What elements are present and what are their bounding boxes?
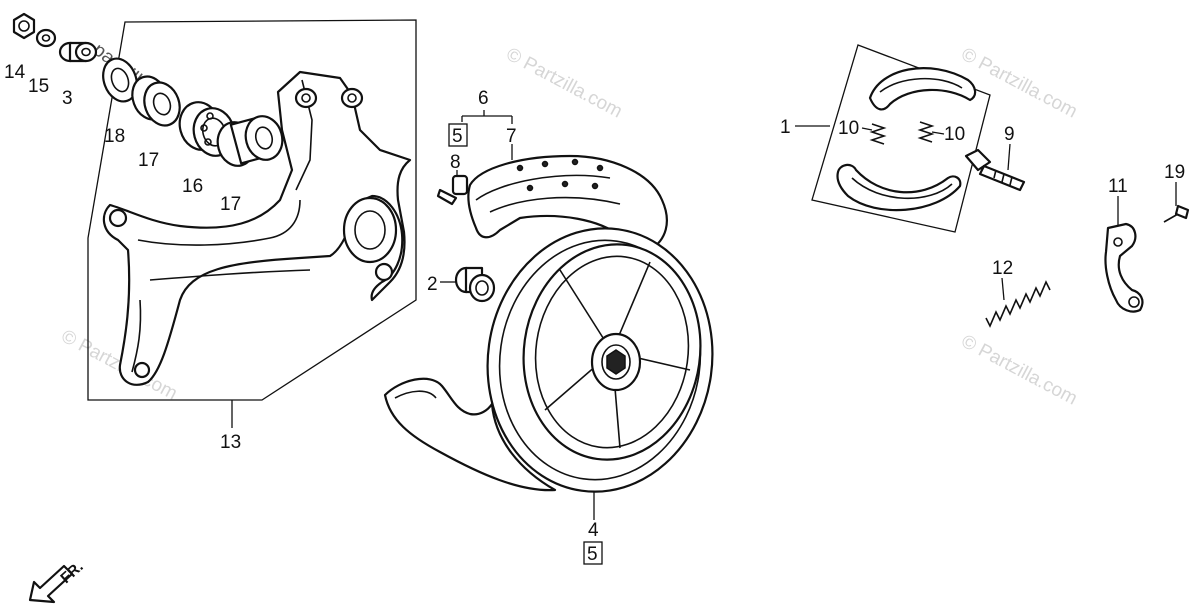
part-11-arm	[1104, 222, 1144, 313]
part-4-wheel	[486, 227, 714, 493]
part-18-seal	[102, 57, 138, 103]
label-10-a: 10	[838, 118, 859, 139]
label-7: 7	[506, 126, 517, 147]
part-tube-shape	[383, 377, 557, 492]
label-12: 12	[992, 258, 1013, 279]
label-18: 18	[104, 126, 125, 147]
front-direction-indicator: FR.	[28, 558, 87, 604]
label-8: 8	[450, 152, 461, 173]
part-10-spring-b	[917, 121, 935, 143]
part-2-collar	[454, 266, 496, 303]
leader-lines	[231, 110, 1177, 520]
watermark-2: © Partzilla.com	[958, 44, 1081, 123]
label-6-box	[448, 123, 468, 147]
label-15: 15	[28, 76, 49, 97]
label-2: 2	[427, 274, 438, 295]
label-4-box	[583, 541, 603, 565]
part-14-nut	[12, 12, 36, 40]
part-1-brake-shoe-upper	[868, 67, 977, 111]
label-10-b: 10	[944, 124, 965, 145]
label-13: 13	[220, 432, 241, 453]
label-6: 6	[478, 88, 489, 109]
watermark-5: © Partzilla.com	[958, 331, 1081, 410]
part-17-bearing-a	[131, 75, 181, 127]
label-6-boxed: 5	[452, 126, 463, 147]
part-12-spring	[985, 280, 1051, 328]
part-labels: 14 15 3 18 17 16 17 13 6 5 7 8 2 4 5 1 1…	[4, 62, 1185, 565]
part-17-bearing-b	[216, 115, 284, 167]
part-10-spring-a	[869, 123, 887, 145]
label-4-boxed: 5	[587, 544, 598, 565]
part-1-brake-shoe-lower	[836, 163, 962, 212]
label-14: 14	[4, 62, 26, 83]
front-arrow-icon	[28, 564, 74, 604]
label-19: 19	[1164, 162, 1185, 183]
label-3: 3	[62, 88, 73, 109]
label-17-b: 17	[220, 194, 241, 215]
label-9: 9	[1004, 124, 1015, 145]
label-1: 1	[780, 117, 791, 138]
part-3-collar	[58, 41, 98, 63]
part-9-cam	[964, 148, 1026, 192]
label-16: 16	[182, 176, 203, 197]
label-4: 4	[588, 520, 599, 541]
part-7-tire	[467, 154, 668, 252]
watermark-1: © Partzilla.com	[503, 44, 626, 123]
label-17-a: 17	[138, 150, 159, 171]
part-13-swing-arm	[102, 70, 412, 386]
frame-13	[87, 19, 417, 401]
part-15-washer	[35, 28, 57, 48]
part-8-valve	[436, 174, 469, 206]
part-19-bolt	[1163, 204, 1190, 223]
label-11: 11	[1108, 176, 1128, 197]
